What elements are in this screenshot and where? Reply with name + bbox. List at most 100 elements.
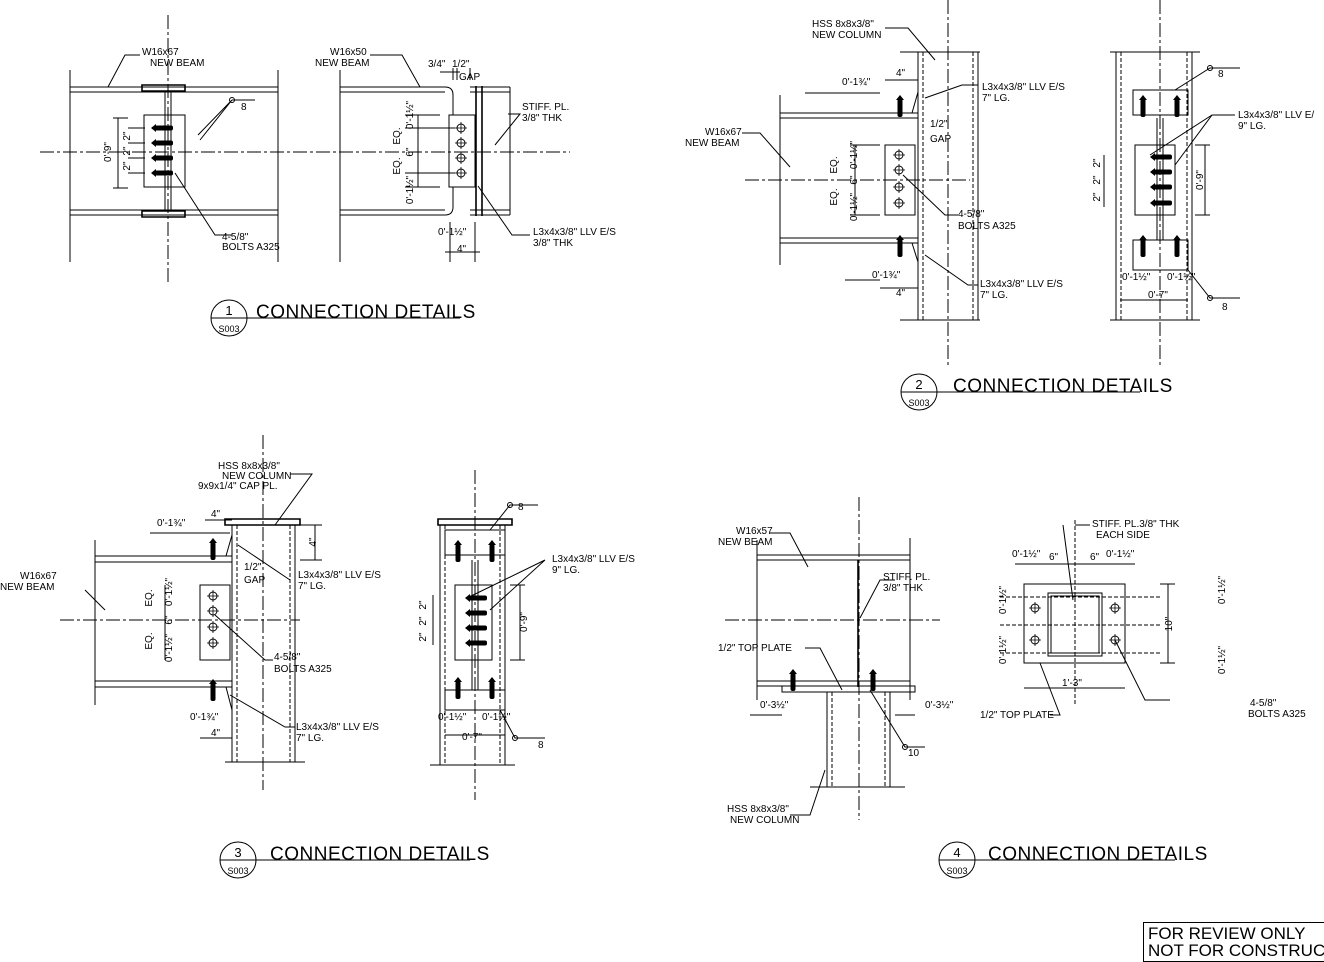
d2-label-weld-b: 8 <box>1222 302 1228 313</box>
stamp-line-1: FOR REVIEW ONLY <box>1148 924 1306 943</box>
detail-3-title-block <box>219 841 470 879</box>
d3-label-gap2: GAP <box>244 575 265 586</box>
d3-label-bolts: 4-5/8" <box>274 652 301 663</box>
d3-label-d-2b: 2" <box>418 616 429 626</box>
d1-label-dim-09: 0'-9" <box>103 142 114 162</box>
d2-label-d-2b: 2" <box>1092 175 1103 185</box>
d2-label-gap: 1/2" <box>930 119 948 130</box>
d4-label-stiff-r: STIFF. PL.3/8" THK <box>1092 519 1180 530</box>
d1-label-gap-a: 3/4" <box>428 59 446 70</box>
d3-label-ang-r2: 9" LG. <box>552 565 580 576</box>
d3-label-beam: W16x67 <box>20 571 57 582</box>
d2-label-d-134b: 0'-1¾" <box>872 270 901 281</box>
d1-detail-number: 1 <box>225 303 232 318</box>
d4-label-d-112c: 0'-1½" <box>998 585 1009 614</box>
d3-label-bolts2: BOLTS A325 <box>274 664 332 675</box>
d2-label-ang-top: L3x4x3/8" LLV E/S <box>982 82 1065 93</box>
d3-label-eq1: EQ. <box>144 589 155 606</box>
d2-label-beam2: NEW BEAM <box>685 138 739 149</box>
detail-1 <box>40 15 570 337</box>
d3-label-ang-top2: 7" LG. <box>298 581 326 592</box>
d4-label-bolts: 4-5/8" <box>1250 698 1277 709</box>
d3-label-eq2: EQ. <box>144 632 155 649</box>
d2-label-col2: NEW COLUMN <box>812 30 881 41</box>
d3-label-d-4v: 4" <box>308 537 319 547</box>
d2-label-d-112a: 0'-1½" <box>849 140 860 169</box>
d3-label-d-2c: 2" <box>418 632 429 642</box>
detail-2-front-elevation <box>1103 0 1240 365</box>
d3-label-d-112b: 0'-1½" <box>164 633 175 662</box>
d2-label-d-4a: 4" <box>896 68 906 79</box>
d3-label-ang-bot: L3x4x3/8" LLV E/S <box>296 722 379 733</box>
d2-label-eq1: EQ. <box>829 156 840 173</box>
d1-label-beam-a: W16x67 <box>142 47 179 58</box>
detail-1-title-block <box>210 299 460 337</box>
d2-label-ang-top2: 7" LG. <box>982 93 1010 104</box>
d2-detail-number: 2 <box>915 377 922 392</box>
d1-label-angle: L3x4x3/8" LLV E/S <box>533 227 616 238</box>
d3-label-d-09: 0'-9" <box>519 612 530 632</box>
d2-label-d-09: 0'-9" <box>1195 170 1206 190</box>
d1-label-bolts: 4-5/8" <box>222 232 249 243</box>
d2-label-bolts: 4-5/8" <box>958 209 985 220</box>
d4-label-d-13: 1'-3" <box>1062 678 1082 689</box>
d3-label-d-134a: 0'-1¾" <box>157 518 186 529</box>
d1-label-gap-c: GAP <box>459 72 480 83</box>
d1-label-stiff: STIFF. PL. <box>522 102 569 113</box>
d4-label-plate-r: 1/2" TOP PLATE <box>980 710 1054 721</box>
d1-label-d-112a: 0'-1½" <box>405 100 416 129</box>
d3-label-d-07: 0'-7" <box>462 732 482 743</box>
d4-label-d-6b: 6" <box>1090 552 1100 563</box>
d2-label-beam: W16x67 <box>705 127 742 138</box>
d1-label-beam-b: W16x50 <box>330 47 367 58</box>
d1-detail-title: CONNECTION DETAILS <box>256 302 476 323</box>
d3-label-ang-bot2: 7" LG. <box>296 733 324 744</box>
d1-label-dim-2c: 2" <box>122 161 133 171</box>
d3-label-gap: 1/2" <box>244 562 262 573</box>
d4-label-stiff2: 3/8" THK <box>883 583 923 594</box>
detail-4-top-plate-plan <box>1000 520 1175 716</box>
d1-label-dim-2a: 2" <box>122 131 133 141</box>
d4-label-d-6a: 6" <box>1049 552 1059 563</box>
d1-label-bolts2: BOLTS A325 <box>222 242 280 253</box>
detail-2-title-block <box>900 373 1140 411</box>
d2-label-d-112d: 0'-1½" <box>1167 272 1196 283</box>
detail-4-title-block <box>938 841 1175 879</box>
d4-label-col2: NEW COLUMN <box>730 815 799 826</box>
d1-label-d-112c: 0'-1½" <box>438 227 467 238</box>
d2-label-d-112b: 0'-1½" <box>849 192 860 221</box>
d3-label-beam2: NEW BEAM <box>0 582 54 593</box>
d2-label-d-2a: 2" <box>1092 158 1103 168</box>
d3-label-col: HSS 8x8x3/8" <box>218 461 280 472</box>
d4-label-stiff-r2: EACH SIDE <box>1096 530 1150 541</box>
d3-label-d-4a: 4" <box>211 509 221 520</box>
d2-detail-title: CONNECTION DETAILS <box>953 376 1173 397</box>
d4-label-d-312a: 0'-3½" <box>760 700 789 711</box>
d2-label-d-4b: 4" <box>896 288 906 299</box>
d2-label-ang-bot: L3x4x3/8" LLV E/S <box>980 279 1063 290</box>
d1-label-weld: 8 <box>241 102 247 113</box>
d2-label-weld-a: 8 <box>1218 69 1224 80</box>
d4-label-plate: 1/2" TOP PLATE <box>718 643 792 654</box>
d2-label-eq2: EQ. <box>829 188 840 205</box>
d3-label-d-134b: 0'-1¾" <box>190 712 219 723</box>
d1-label-beam-b2: NEW BEAM <box>315 58 369 69</box>
d2-label-ang-r2: 9" LG. <box>1238 121 1266 132</box>
d1-label-stiff2: 3/8" THK <box>522 113 562 124</box>
d3-label-d-112a: 0'-1½" <box>164 577 175 606</box>
d3-label-d-6: 6" <box>164 615 175 625</box>
d2-label-d-6: 6" <box>849 175 860 185</box>
d4-label-d-312b: 0'-3½" <box>925 700 954 711</box>
d3-detail-title: CONNECTION DETAILS <box>270 844 490 865</box>
d1-label-eq2: EQ. <box>392 157 403 174</box>
d3-label-col3: 9x9x1/4" CAP PL. <box>198 481 278 492</box>
d3-sheet-reference: S003 <box>227 866 248 876</box>
detail-1-coped-beam-elevation <box>339 54 530 262</box>
d2-sheet-reference: S003 <box>908 398 929 408</box>
d4-label-d-112a: 0'-1½" <box>1012 549 1041 560</box>
d4-label-d-112d: 0'-1½" <box>998 635 1009 664</box>
d4-sheet-reference: S003 <box>946 866 967 876</box>
detail-2 <box>742 0 1240 411</box>
d1-label-beam-a2: NEW BEAM <box>150 58 204 69</box>
